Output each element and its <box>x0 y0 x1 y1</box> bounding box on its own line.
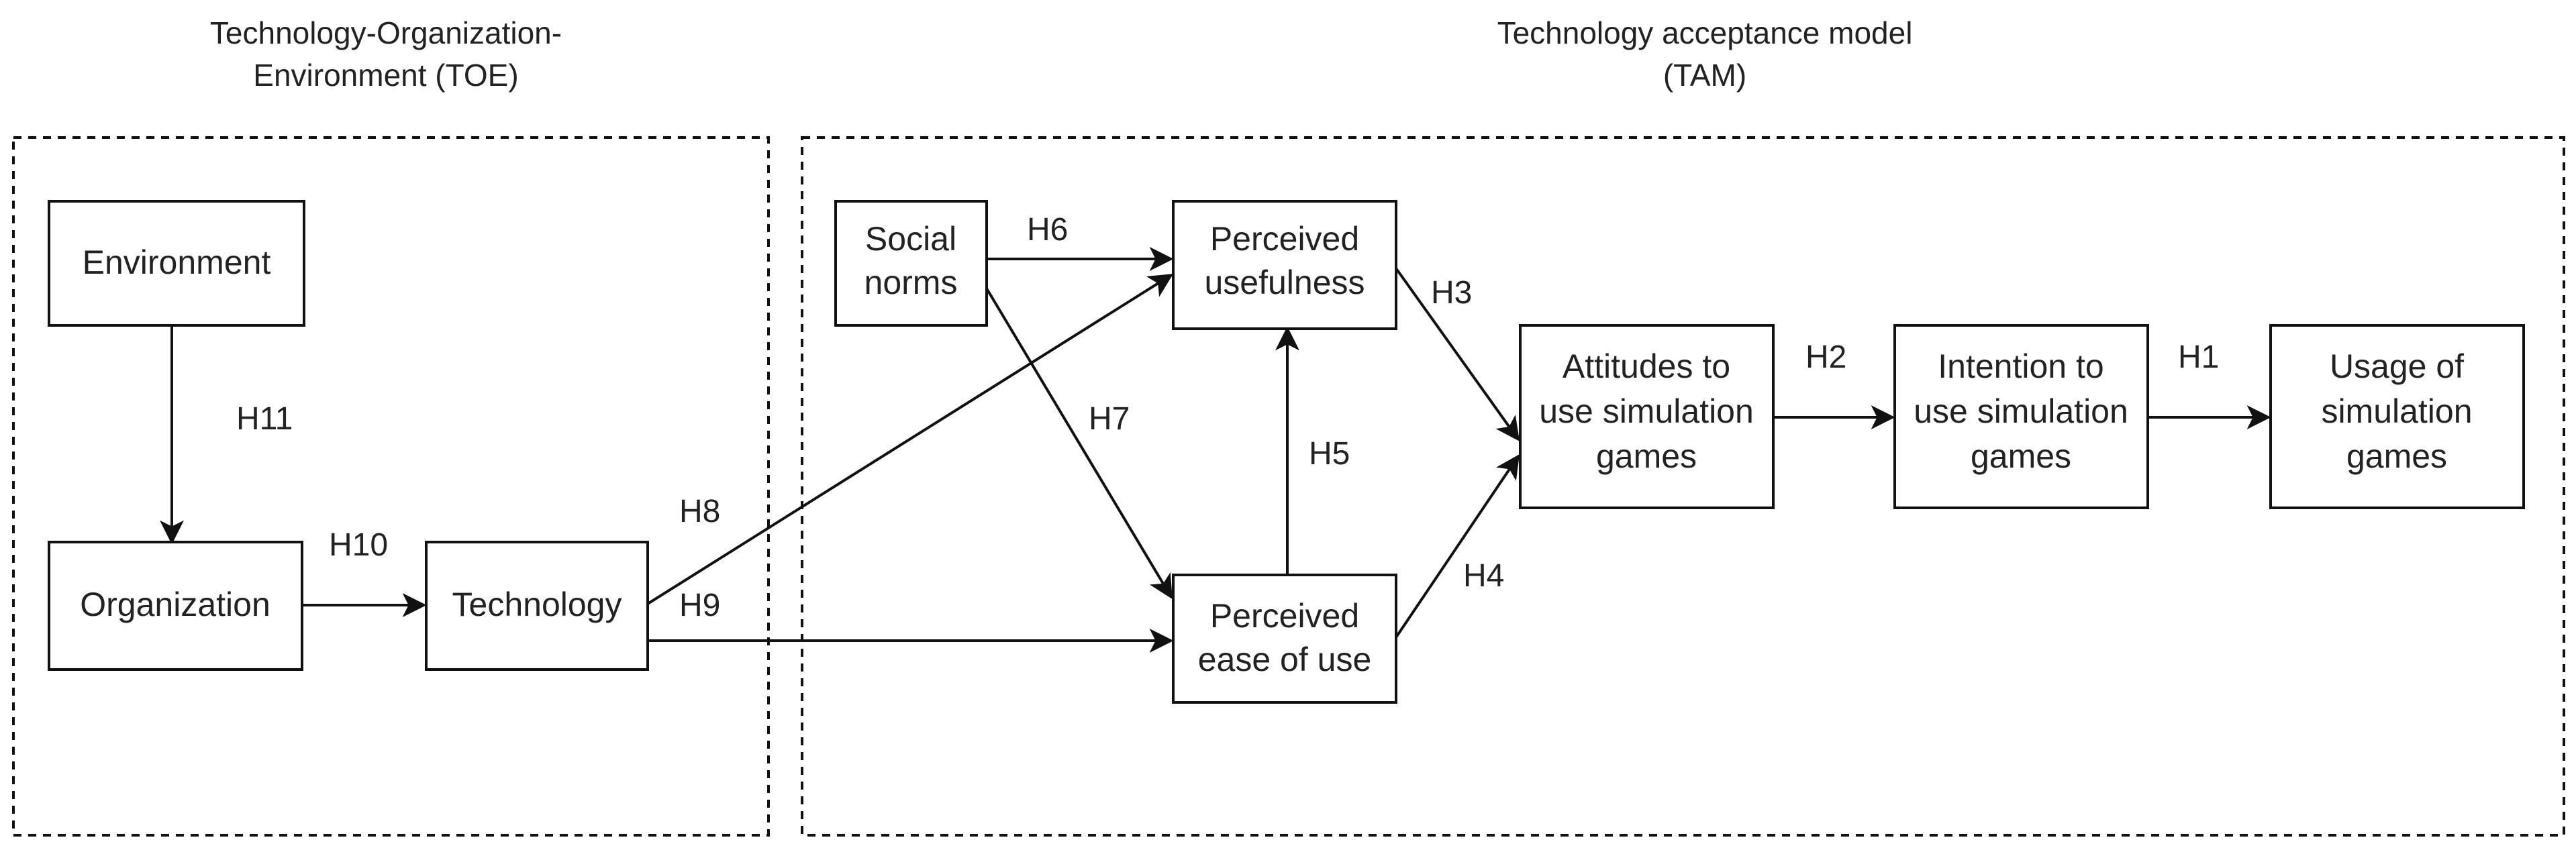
node-environment-label: Environment <box>83 244 271 281</box>
tam-title-line2: (TAM) <box>1663 58 1746 93</box>
node-perceived-usefulness-line1: Perceived <box>1210 220 1359 258</box>
node-social-norms-line2: norms <box>864 264 958 301</box>
node-attitudes: Attitudes to use simulation games <box>1519 324 1775 509</box>
edge-label-h3: H3 <box>1431 275 1472 311</box>
node-attitudes-line3: games <box>1596 437 1697 475</box>
toe-group-frame <box>12 136 770 837</box>
edge-h7-social-norms-to-ease-of-use <box>985 287 1173 600</box>
edge-label-h10: H10 <box>329 527 388 563</box>
node-technology-label: Technology <box>452 586 622 623</box>
edge-label-h6: H6 <box>1027 212 1068 248</box>
node-perceived-usefulness-line2: usefulness <box>1204 264 1365 301</box>
node-perceived-usefulness: Perceived usefulness <box>1172 200 1397 330</box>
edge-label-h11: H11 <box>236 401 293 437</box>
node-usage-line2: simulation <box>2321 392 2472 430</box>
node-intention-line1: Intention to <box>1938 348 2103 385</box>
node-perceived-ease-of-use-line2: ease of use <box>1198 641 1372 678</box>
node-usage: Usage of simulation games <box>2269 324 2525 509</box>
node-organization-label: Organization <box>80 586 270 623</box>
node-social-norms: Social norms <box>834 200 988 327</box>
node-environment: Environment <box>48 200 305 327</box>
node-attitudes-line1: Attitudes to <box>1563 348 1730 385</box>
edge-label-h7: H7 <box>1089 401 1130 437</box>
node-social-norms-line1: Social <box>865 220 956 258</box>
edge-label-h1: H1 <box>2178 339 2219 375</box>
node-intention: Intention to use simulation games <box>1893 324 2149 509</box>
edge-label-h8: H8 <box>679 494 720 529</box>
node-usage-line3: games <box>2346 437 2447 475</box>
edge-label-h5: H5 <box>1309 436 1350 472</box>
node-organization: Organization <box>48 541 303 671</box>
node-intention-line2: use simulation <box>1914 392 2128 430</box>
edge-h3-usefulness-to-attitudes <box>1395 267 1520 441</box>
edge-label-h4: H4 <box>1463 558 1504 594</box>
node-intention-line3: games <box>1971 437 2071 475</box>
node-perceived-ease-of-use-line1: Perceived <box>1210 597 1359 635</box>
edge-label-h9: H9 <box>679 588 720 623</box>
toe-title-line1: Technology-Organization- <box>210 15 562 50</box>
node-perceived-ease-of-use: Perceived ease of use <box>1172 574 1397 704</box>
toe-title-line2: Environment (TOE) <box>253 58 518 93</box>
tam-title-line1: Technology acceptance model <box>1497 15 1913 50</box>
node-attitudes-line2: use simulation <box>1539 392 1754 430</box>
edge-h4-ease-of-use-to-attitudes <box>1395 454 1520 639</box>
edge-label-h2: H2 <box>1805 339 1846 375</box>
node-technology: Technology <box>425 541 649 671</box>
edge-h8-technology-to-usefulness <box>646 274 1174 605</box>
tam-group-frame <box>801 136 2565 837</box>
node-usage-line1: Usage of <box>2330 348 2464 385</box>
